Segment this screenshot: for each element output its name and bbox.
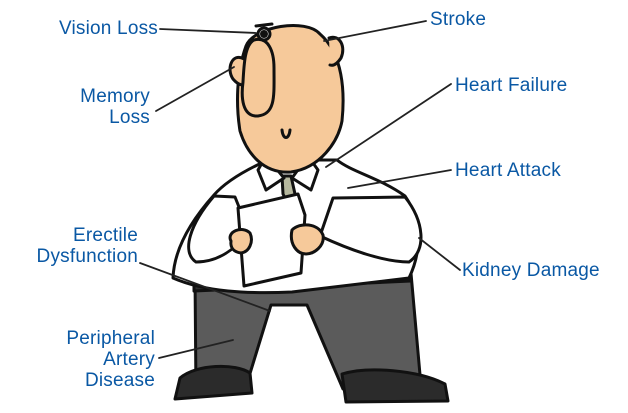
label-erectile-dysfunction: Erectile Dysfunction — [3, 225, 138, 267]
leader-erectile-dysfunction — [140, 263, 270, 311]
label-memory-loss: Memory Loss — [45, 86, 150, 128]
leader-memory-loss — [156, 67, 234, 111]
label-heart-attack: Heart Attack — [455, 160, 620, 181]
label-heart-failure: Heart Failure — [455, 75, 620, 96]
label-vision-loss: Vision Loss — [28, 18, 158, 39]
label-kidney-damage: Kidney Damage — [462, 260, 622, 281]
leader-vision-loss — [160, 29, 256, 33]
leader-stroke — [324, 21, 426, 41]
label-peripheral-artery-disease: Peripheral Artery Disease — [15, 328, 155, 391]
label-stroke: Stroke — [430, 9, 550, 30]
leader-heart-attack — [348, 170, 451, 188]
leader-kidney-damage — [419, 238, 460, 270]
leader-heart-failure — [326, 84, 451, 167]
leader-peripheral-artery-disease — [159, 340, 233, 358]
